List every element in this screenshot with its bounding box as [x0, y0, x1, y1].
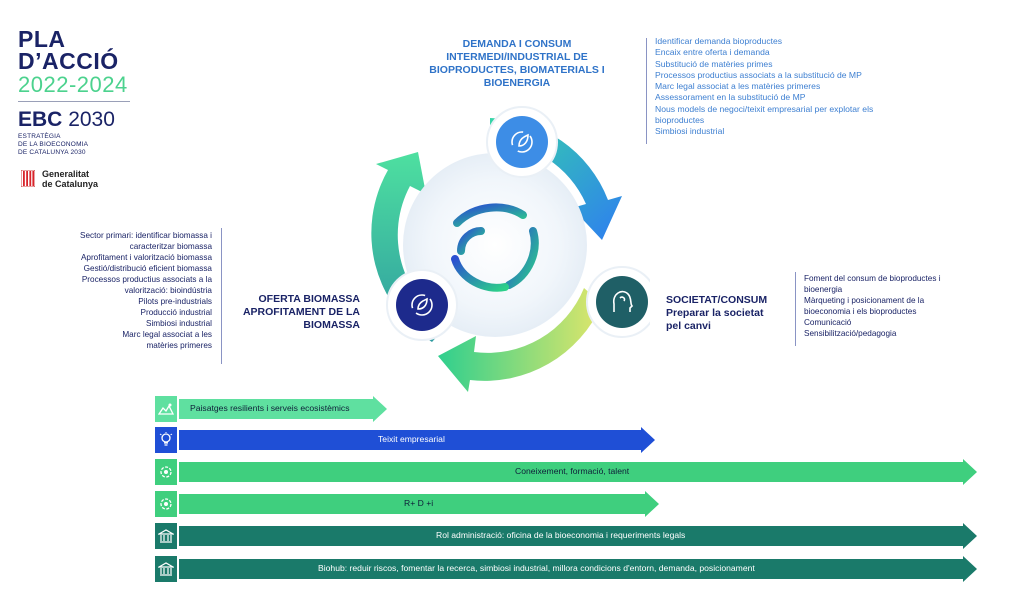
society-title-line: pel canvi [666, 320, 711, 332]
list-item: bioeconomia i els bioproductes [804, 307, 917, 316]
head-profile-icon [612, 290, 634, 312]
list-item: bioproductes [655, 115, 705, 126]
list-item: Producció industrial [140, 308, 212, 317]
logo-ebc: EBC 2030 [18, 108, 115, 132]
demand-title-line: BIOENERGIA [483, 77, 551, 89]
list-item: Foment del consum de bioproductes i [804, 274, 941, 283]
list-item: valorització: bioindústria [124, 286, 212, 295]
list-item: Processos productius associats a la [81, 275, 212, 284]
demand-title: DEMANDA I CONSUM INTERMEDI/INDUSTRIAL DE… [412, 38, 622, 90]
list-item: Comunicació [804, 318, 852, 327]
bar-arrow-1 [179, 396, 387, 422]
list-item: Màrqueting i posicionament de la [804, 296, 925, 305]
logo-desc-line: DE LA BIOECONOMIA [18, 141, 89, 148]
cycle-arrow-top [490, 118, 622, 240]
society-title-line: Preparar la societat [666, 307, 764, 319]
bar-arrow-4 [179, 491, 659, 517]
node-supply [396, 279, 448, 331]
building-icon [155, 523, 177, 549]
list-item: Simbiosi industrial [655, 126, 725, 137]
logo-desc-line: DE CATALUNYA 2030 [18, 149, 86, 156]
bar-label-1: Paisatges resilients i serveis ecosistèm… [190, 403, 350, 413]
demand-title-line: BIOPRODUCTES, BIOMATERIALS I [429, 64, 605, 76]
ebc-swirl-icon [451, 203, 539, 292]
recycle-leaf-icon [411, 294, 433, 316]
logo-ebc-bold: EBC [18, 108, 63, 131]
logo-title-line1: PLA [18, 26, 66, 52]
logo-desc-line: ESTRATÈGIA [18, 133, 61, 140]
list-item: Marc legal associat a les matèries prime… [655, 81, 821, 92]
bar-arrow-2 [179, 427, 655, 453]
node-demand [496, 116, 548, 168]
generalitat-line: Generalitat [42, 169, 90, 179]
generalitat-flag-icon [21, 170, 35, 187]
lightbulb-icon [155, 427, 177, 453]
node-society [596, 276, 648, 328]
bar-label-3: Coneixement, formació, talent [515, 466, 630, 476]
demand-title-line: INTERMEDI/INDUSTRIAL DE [446, 51, 588, 63]
list-item: Encaix entre oferta i demanda [655, 47, 770, 58]
supply-title-line: OFERTA BIOMASSA [258, 293, 361, 305]
list-item: caracteritzar biomassa [129, 242, 212, 251]
bar-label-2: Teixit empresarial [378, 434, 445, 444]
bioeconomy-cycle-graphic [371, 106, 650, 392]
gear-cycle-icon [155, 459, 177, 485]
list-item: Assessorament en la substitució de MP [655, 92, 806, 103]
list-item: Sector primari: identificar biomassa i [80, 231, 212, 240]
society-title: SOCIETAT/CONSUM Preparar la societat pel… [666, 294, 784, 333]
list-item: Gestió/distribució eficient biomassa [83, 264, 212, 273]
gear-cycle-icon [155, 491, 177, 517]
supply-title: OFERTA BIOMASSA APROFITAMENT DE LA BIOMA… [226, 293, 360, 332]
society-list: Foment del consum de bioproductes i bioe… [804, 273, 994, 339]
cycle-arrow-bottom [438, 288, 602, 392]
bar-arrow-6 [179, 556, 977, 582]
demand-list: Identificar demanda bioproductes Encaix … [655, 36, 945, 138]
bar-arrow-3 [179, 459, 977, 485]
list-item: matèries primeres [146, 341, 212, 350]
list-item: Identificar demanda bioproductes [655, 36, 783, 46]
supply-title-line: BIOMASSA [303, 319, 360, 331]
bar-label-5: Rol administració: oficina de la bioecon… [436, 530, 686, 540]
logo-ebc-year: 2030 [68, 108, 115, 131]
bar-label-6: Biohub: reduir riscos, fomentar la recer… [318, 563, 755, 573]
demand-divider [646, 38, 647, 144]
logo-title: PLA D’ACCIÓ [18, 26, 119, 74]
list-item: Nous models de negoci/teixit empresarial… [655, 103, 874, 114]
list-item: bioenergia [804, 285, 843, 294]
leaf-cycle-icon [511, 131, 533, 153]
landscape-icon [155, 396, 177, 422]
demand-title-line: DEMANDA I CONSUM [462, 38, 572, 50]
generalitat-name: Generalitat de Catalunya [42, 169, 98, 189]
generalitat-line: de Catalunya [42, 179, 99, 189]
logo-description: ESTRATÈGIA DE LA BIOECONOMIA DE CATALUNY… [18, 133, 88, 157]
supply-title-line: APROFITAMENT DE LA [242, 306, 360, 318]
list-item: Processos productius associats a la subs… [655, 69, 862, 80]
logo-years: 2022-2024 [18, 72, 128, 97]
list-item: Marc legal associat a les [122, 330, 212, 339]
list-item: Pilots pre-industrials [138, 297, 212, 306]
bar-label-4: R+ D +i [404, 498, 434, 508]
society-divider [795, 272, 796, 346]
supply-list: Sector primari: identificar biomassa i c… [40, 230, 212, 351]
bar-arrow-5 [179, 523, 977, 549]
society-title-line: SOCIETAT/CONSUM [666, 294, 768, 306]
logo-title-line2: D’ACCIÓ [18, 48, 119, 74]
list-item: Aprofitament i valorització biomassa [80, 253, 212, 262]
logo-divider [18, 101, 130, 102]
building-icon [155, 556, 177, 582]
supply-divider [221, 228, 222, 364]
list-item: Sensibilització/pedagogia [804, 329, 897, 338]
list-item: Substitució de matèries primes [655, 58, 773, 69]
list-item: Simbiosi industrial [146, 319, 212, 328]
